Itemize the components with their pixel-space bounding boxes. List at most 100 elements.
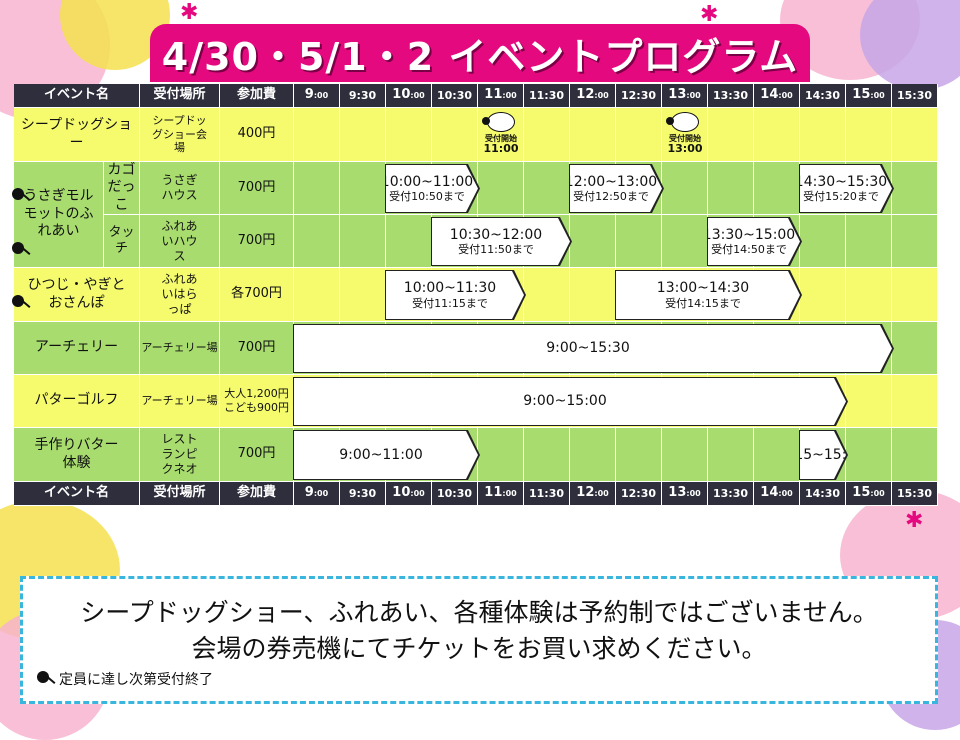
notice-line-1: シープドッグショー、ふれあい、各種体験は予約制ではございません。 xyxy=(80,598,878,627)
header-place: 受付場所 xyxy=(140,84,220,108)
timeline-cell xyxy=(524,162,570,215)
row-place-golf: アーチェリー場 xyxy=(140,375,220,428)
bar-time: 13:30~15:00 xyxy=(702,226,796,243)
tick-minute: :00 xyxy=(502,488,517,498)
bar-reception: 受付14:15まで xyxy=(665,296,741,310)
timeline-cell xyxy=(892,428,938,482)
header-time-tick: 10:00 xyxy=(386,84,432,108)
footer-time-tick: 13:00 xyxy=(662,482,708,506)
timeline-cell xyxy=(386,215,432,268)
bar-reception: 受付11:15まで xyxy=(412,296,488,310)
row-name-butter: 手作りバター体験 xyxy=(14,428,140,482)
tick-minute: :00 xyxy=(686,90,701,100)
timeline-cell xyxy=(616,215,662,268)
timeline-cell xyxy=(294,215,340,268)
row-fee-touch: 700円 xyxy=(220,215,294,268)
flower-decoration xyxy=(860,0,960,90)
bar-time: 12:00~13:00 xyxy=(564,173,658,190)
timeline-cell xyxy=(892,162,938,215)
row-sub-touch: タッチ xyxy=(104,215,140,268)
timeline-cell xyxy=(340,162,386,215)
header-event-name: イベント名 xyxy=(14,84,140,108)
row-name-golf: パターゴルフ xyxy=(14,375,140,428)
bar-time: 9:00~11:00 xyxy=(339,446,423,463)
timeline-cell xyxy=(846,268,892,322)
tick-hour: 11:30 xyxy=(528,88,564,102)
bar-time: 10:00~11:30 xyxy=(403,280,497,296)
row-place-archery: アーチェリー場 xyxy=(140,322,220,375)
header-time-tick: 14:30 xyxy=(800,84,846,108)
footer-event-name: イベント名 xyxy=(14,482,140,506)
timeline-cell xyxy=(524,268,570,322)
row-place-sheepdog: シープドッグショー会場 xyxy=(140,108,220,162)
header-time-tick: 12:00 xyxy=(570,84,616,108)
header-fee: 参加費 xyxy=(220,84,294,108)
header-time-tick: 10:30 xyxy=(432,84,478,108)
star-decoration: ✱ xyxy=(180,0,199,25)
timeline-cell xyxy=(754,428,800,482)
footer-time-tick: 11:00 xyxy=(478,482,524,506)
timeline-cell xyxy=(892,215,938,268)
footer-time-tick: 12:30 xyxy=(616,482,662,506)
tick-minute: :00 xyxy=(313,488,329,498)
tick-minute: :00 xyxy=(410,488,425,498)
tick-minute: :00 xyxy=(410,90,425,100)
tick-hour: 13:30 xyxy=(712,88,748,102)
timeline-cell xyxy=(616,108,662,162)
row-fee-golf: 大人1,200円 こども900円 xyxy=(220,375,294,428)
schedule-bar: 9:00~15:30 xyxy=(294,325,892,372)
star-decoration: ✱ xyxy=(905,508,924,533)
timeline-cell xyxy=(570,268,616,322)
tick-hour: 12 xyxy=(576,87,595,103)
timeline-cell xyxy=(432,108,478,162)
tick-minute: :00 xyxy=(594,90,609,100)
bar-time: 9:00~15:00 xyxy=(523,393,607,410)
timeline-cell xyxy=(570,108,616,162)
tick-minute: :00 xyxy=(778,488,793,498)
header-time-tick: 13:00 xyxy=(662,84,708,108)
footer-time-tick: 9:00 xyxy=(294,482,340,506)
fee-child: こども900円 xyxy=(224,401,289,414)
bar-time: 10:00~11:00 xyxy=(380,173,474,190)
timeline-cell xyxy=(846,108,892,162)
tick-hour: 12 xyxy=(576,485,595,501)
footer-time-tick: 12:00 xyxy=(570,482,616,506)
header-time-tick: 11:00 xyxy=(478,84,524,108)
bar-reception: 受付10:50まで xyxy=(389,190,465,204)
sheep-label: 受付開始 xyxy=(485,134,517,143)
tick-hour: 10 xyxy=(392,485,411,501)
tick-hour: 14:30 xyxy=(804,88,840,102)
timeline-cell xyxy=(754,162,800,215)
timeline-cell xyxy=(294,268,340,322)
timeline-cell xyxy=(708,108,754,162)
timeline-cell xyxy=(892,322,938,375)
timeline-cell xyxy=(524,108,570,162)
bar-time: 10:30~12:00 xyxy=(449,226,543,243)
pin-icon xyxy=(12,188,24,200)
tick-hour: 14 xyxy=(760,485,779,501)
header-time-tick: 14:00 xyxy=(754,84,800,108)
row-fee-butter: 700円 xyxy=(220,428,294,482)
bar-reception: 受付15:20まで xyxy=(803,190,879,204)
tick-hour: 10:30 xyxy=(436,88,472,102)
bar-time: 14:30~15:30 xyxy=(794,173,888,190)
timeline-cell xyxy=(662,162,708,215)
timeline-cell xyxy=(524,428,570,482)
tick-minute: :00 xyxy=(686,488,701,498)
sheep-icon xyxy=(482,112,515,132)
timeline-cell xyxy=(800,108,846,162)
timeline-cell xyxy=(340,215,386,268)
timeline-cell xyxy=(616,428,662,482)
tick-hour: 12:30 xyxy=(620,88,656,102)
tick-minute: :00 xyxy=(778,90,793,100)
tick-hour: 10:30 xyxy=(436,486,472,500)
header-time-tick: 13:30 xyxy=(708,84,754,108)
row-place-hitsuji: ふれあいはらっぱ xyxy=(140,268,220,322)
footer-time-tick: 14:30 xyxy=(800,482,846,506)
